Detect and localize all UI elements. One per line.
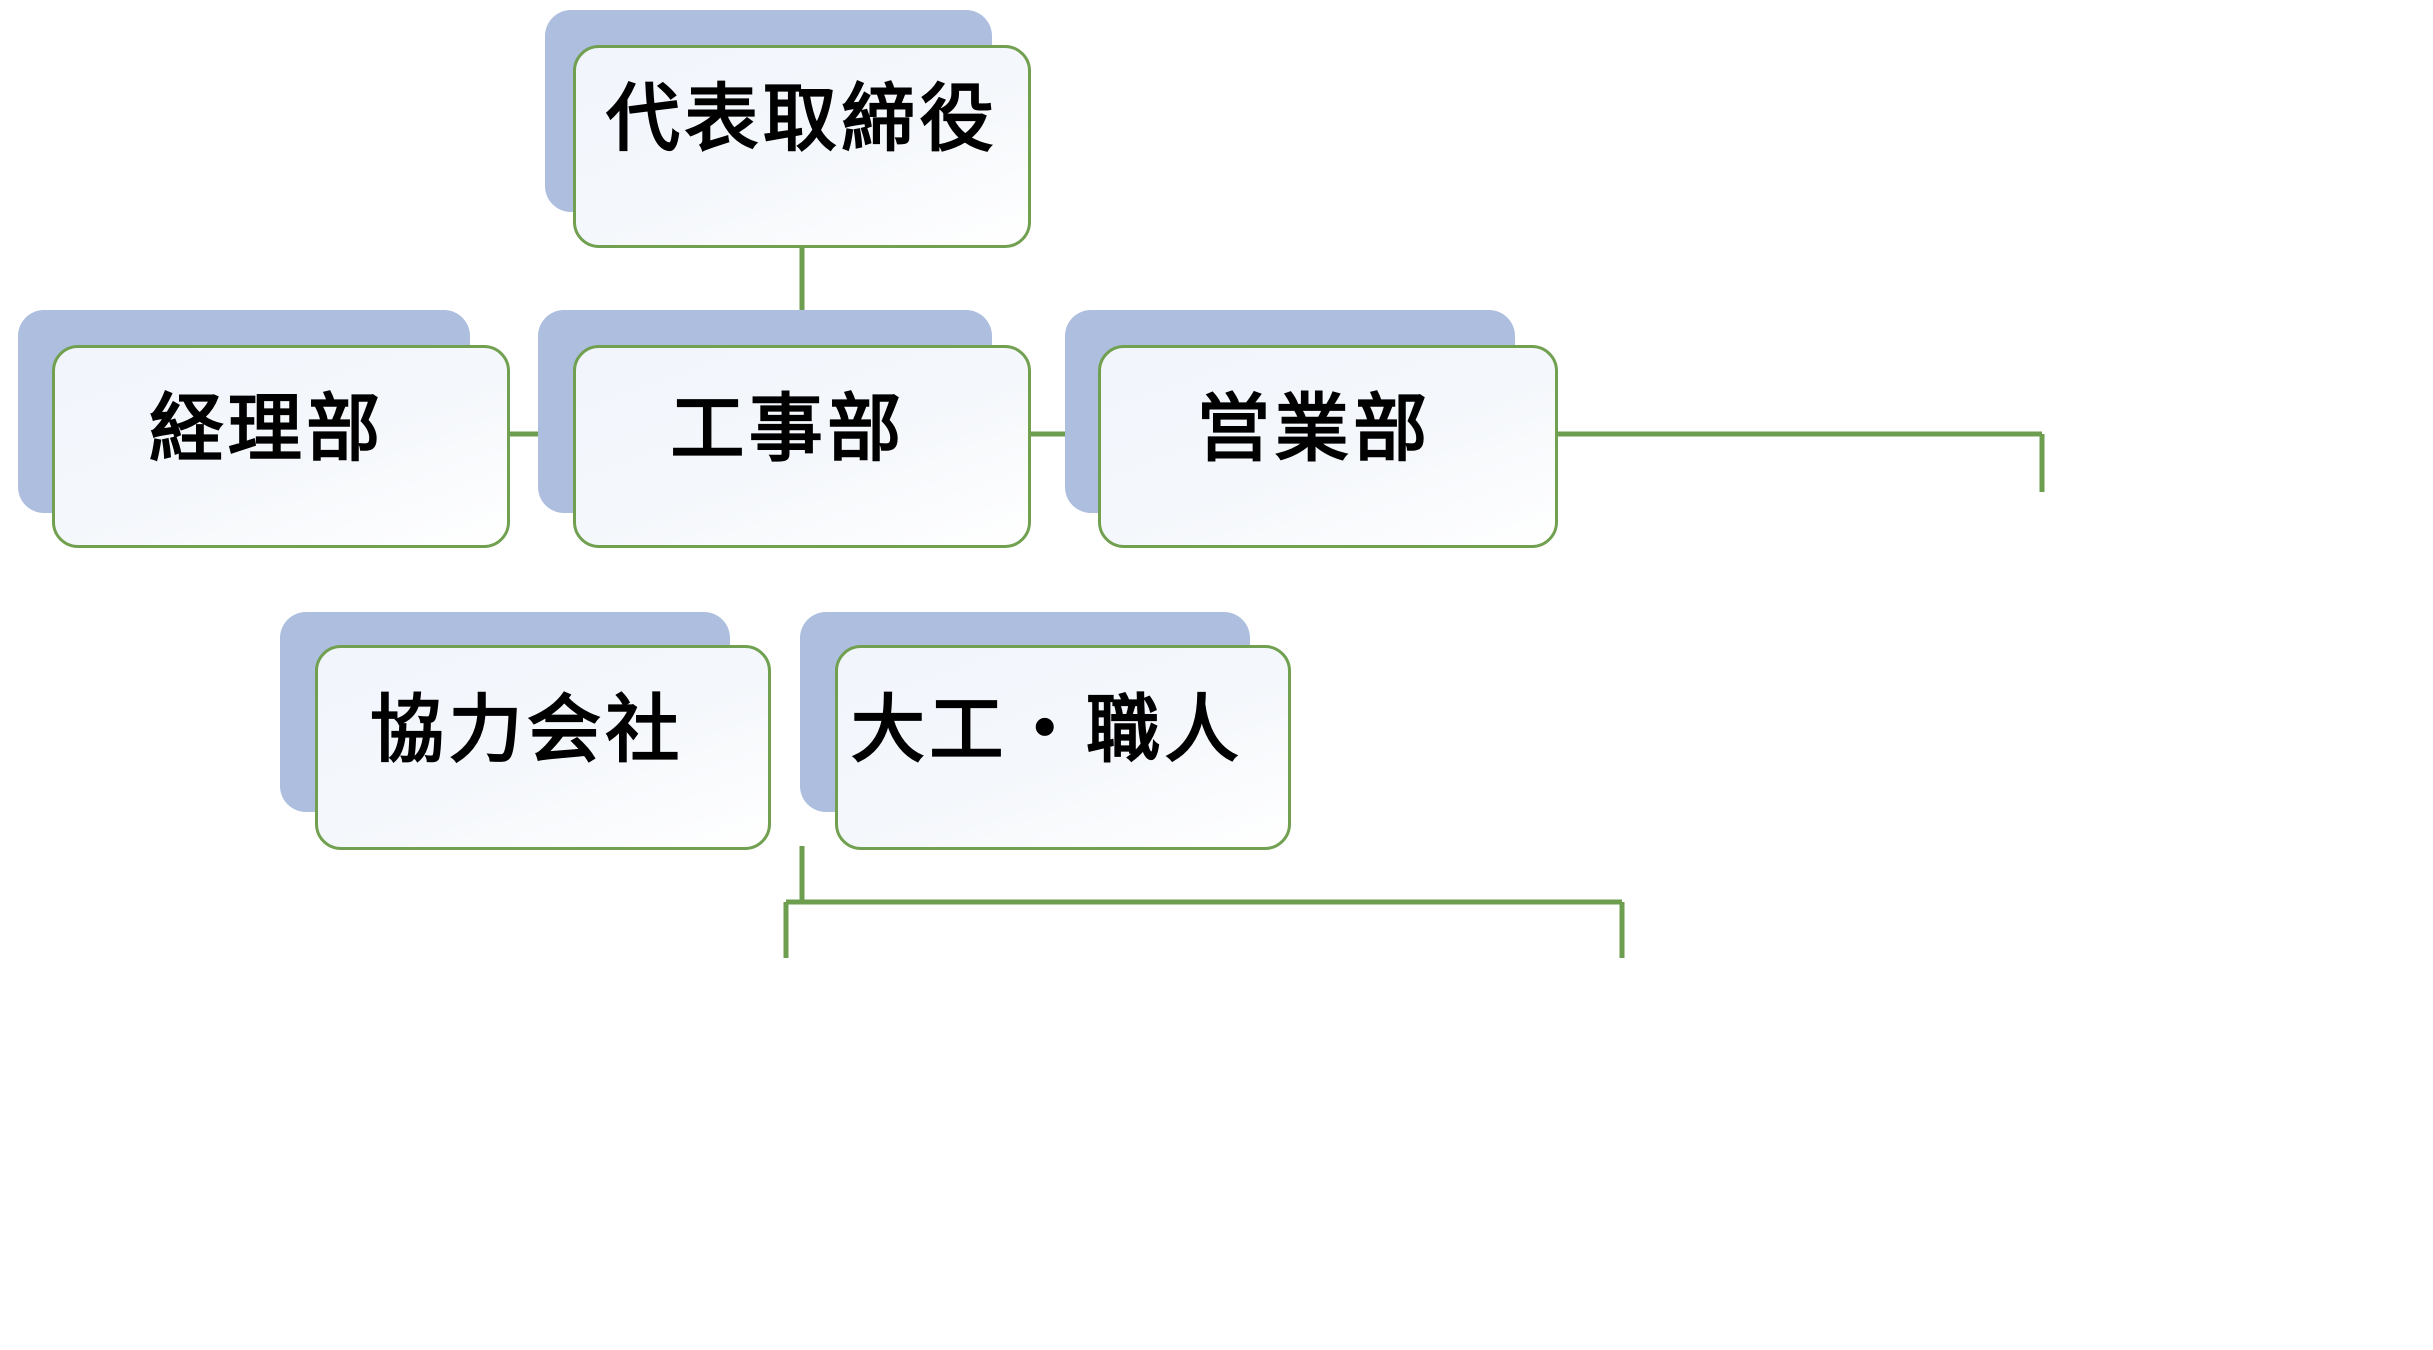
node-card[interactable]: 協力会社 bbox=[315, 645, 771, 850]
org-node-label-partner: 協力会社 bbox=[370, 686, 684, 773]
node-card[interactable]: 工事部 bbox=[573, 345, 1031, 548]
org-node-partner[interactable]: 協力会社 bbox=[280, 612, 772, 852]
org-node-label-ceo: 代表取締役 bbox=[605, 75, 999, 162]
org-node-sales[interactable]: 営業部 bbox=[1065, 310, 1560, 550]
org-node-construction[interactable]: 工事部 bbox=[538, 310, 1033, 550]
org-node-label-craftsmen: 大工・職人 bbox=[850, 686, 1244, 773]
org-node-accounting[interactable]: 経理部 bbox=[18, 310, 513, 550]
node-card[interactable]: 大工・職人 bbox=[835, 645, 1291, 850]
org-node-ceo[interactable]: 代表取締役 bbox=[545, 10, 1035, 250]
org-node-craftsmen[interactable]: 大工・職人 bbox=[800, 612, 1292, 852]
org-node-label-sales: 営業部 bbox=[1196, 385, 1432, 472]
node-card[interactable]: 代表取締役 bbox=[573, 45, 1031, 248]
node-card[interactable]: 経理部 bbox=[52, 345, 510, 548]
org-node-label-accounting: 経理部 bbox=[149, 385, 385, 472]
node-card[interactable]: 営業部 bbox=[1098, 345, 1558, 548]
org-node-label-construction: 工事部 bbox=[670, 385, 906, 472]
